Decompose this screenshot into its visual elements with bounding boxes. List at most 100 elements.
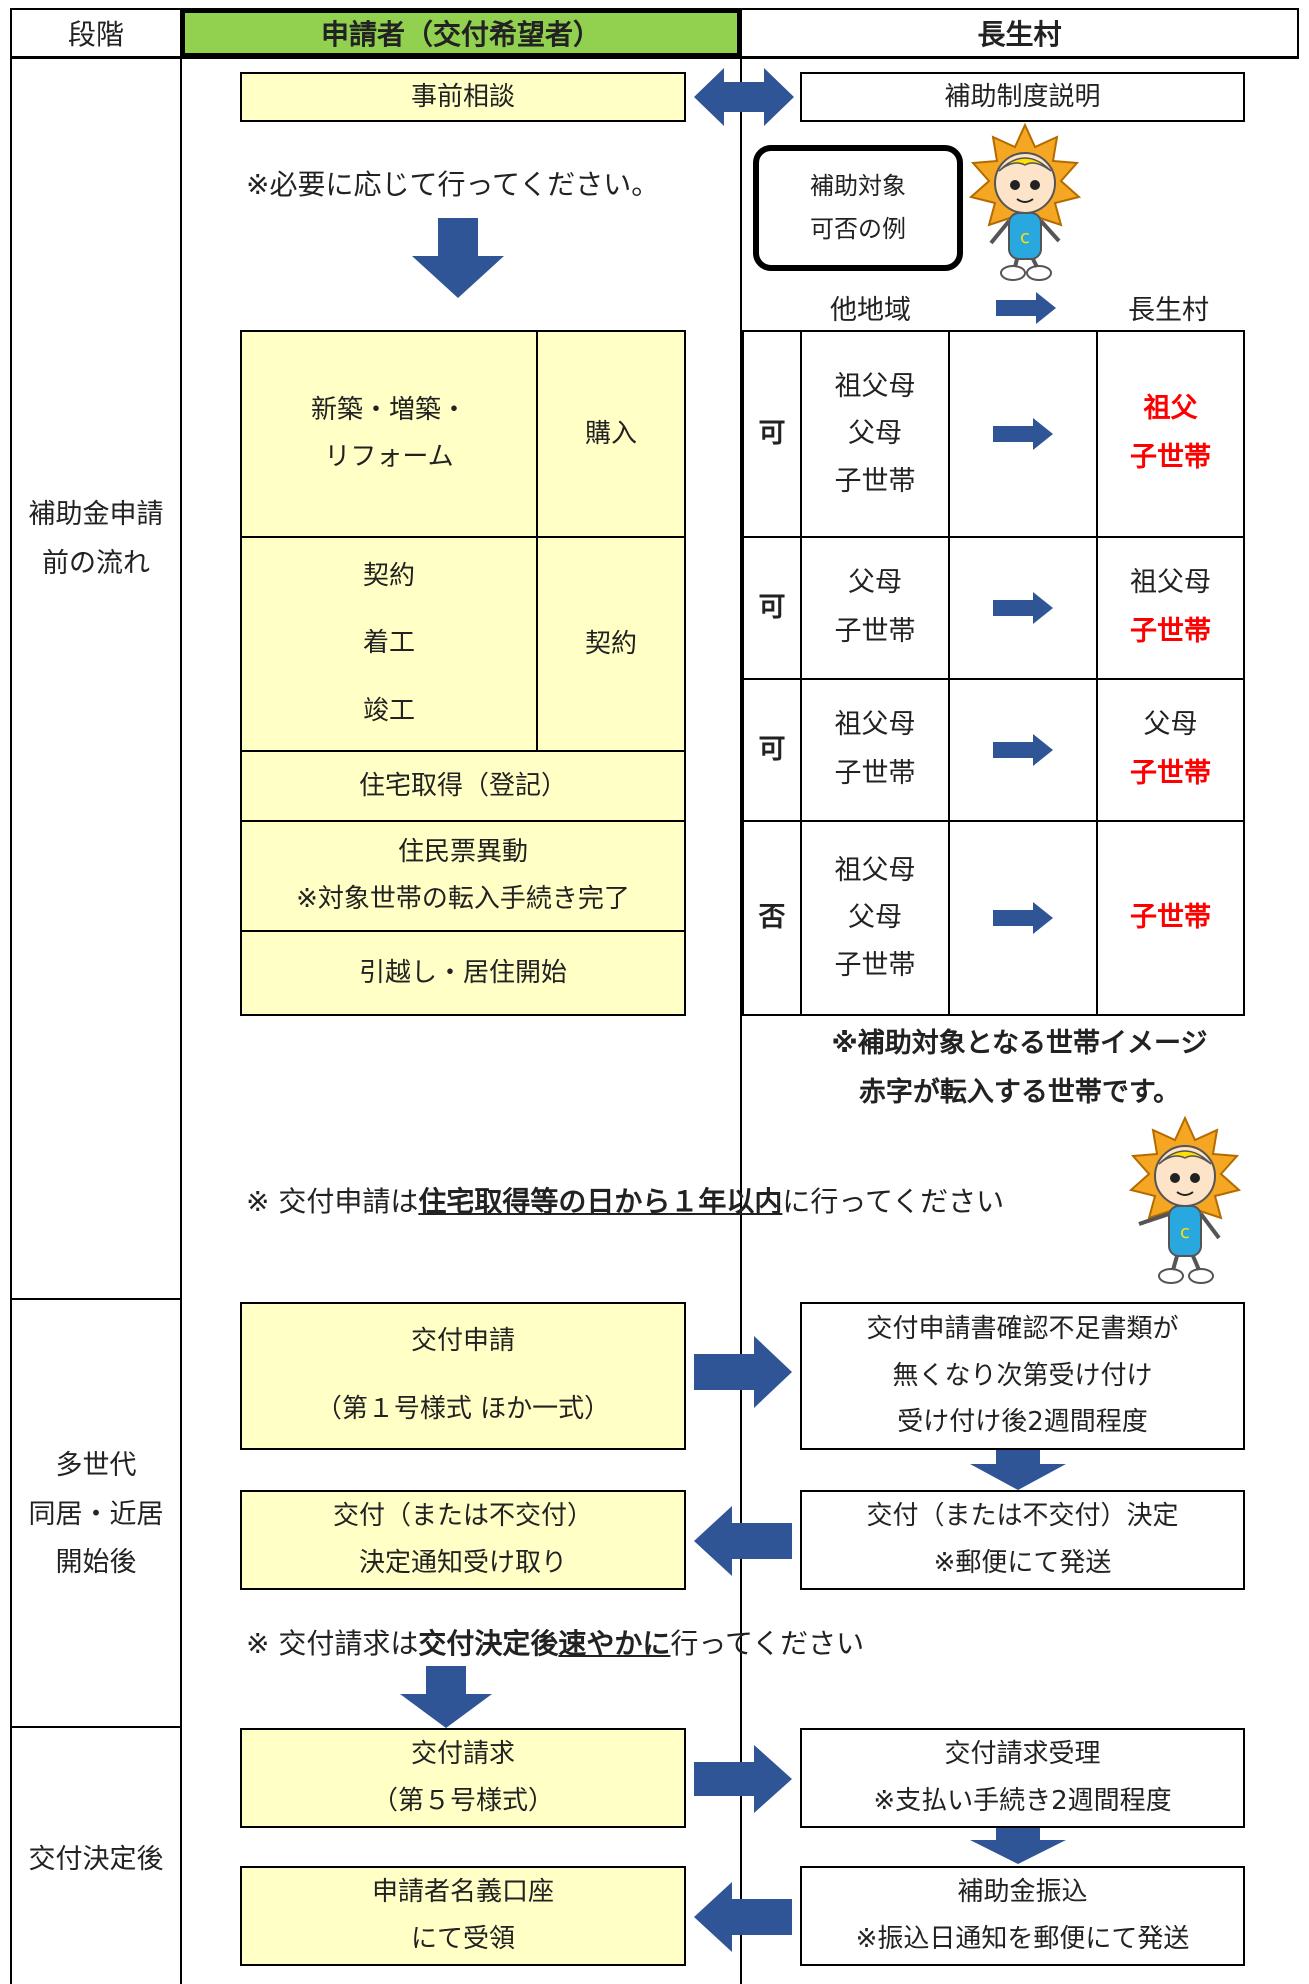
caption-line2: 赤字が転入する世帯です。 bbox=[858, 1076, 1181, 1108]
header-applicant: 申請者（交付希望者） bbox=[182, 10, 740, 56]
mascot-icon: c bbox=[968, 122, 1082, 281]
register-cell: 住宅取得（登記） bbox=[240, 750, 686, 822]
frame-left bbox=[10, 8, 12, 1984]
consult-label: 事前相談 bbox=[410, 81, 515, 112]
claim-accept-line2: ※支払い手続き2週間程度 bbox=[873, 1786, 1172, 1816]
claim-box: 交付請求 （第５号様式） bbox=[240, 1728, 686, 1828]
apply-box: 交付申請 （第１号様式 ほか一式） bbox=[240, 1302, 686, 1450]
header-village: 長生村 bbox=[742, 10, 1297, 56]
consult-box: 事前相談 bbox=[240, 72, 686, 122]
arrow-down-icon bbox=[400, 1666, 492, 1728]
transfer-line1: 補助金振込 bbox=[957, 1877, 1088, 1908]
example-4-from-3: 子世帯 bbox=[834, 949, 916, 981]
decision-line2: ※郵便にて発送 bbox=[933, 1548, 1112, 1578]
receive-line3: 受け付け後2週間程度 bbox=[897, 1407, 1148, 1438]
deadline-pre: ※ 交付申請は bbox=[246, 1185, 419, 1218]
explain-label: 補助制度説明 bbox=[944, 81, 1101, 112]
example-3-from-2: 子世帯 bbox=[834, 758, 916, 789]
example-1-from-2: 父母 bbox=[848, 418, 902, 450]
arrow-down-icon bbox=[970, 1828, 1066, 1864]
consult-note: ※必要に応じて行ってください。 bbox=[246, 163, 659, 203]
example-2-result: 可 bbox=[742, 536, 802, 680]
example-4-to: 子世帯 bbox=[1096, 820, 1245, 1016]
stage-sep-1 bbox=[10, 1298, 181, 1300]
example-2-to: 祖父母 子世帯 bbox=[1096, 536, 1245, 680]
account-line1: 申請者名義口座 bbox=[371, 1877, 554, 1908]
new-build-cell: 新築・増築・ リフォーム bbox=[240, 330, 538, 538]
example-3-to-2: 子世帯 bbox=[1130, 758, 1211, 789]
example-3-to-1: 父母 bbox=[1143, 709, 1198, 741]
stage-after-decision: 交付決定後 bbox=[12, 1830, 180, 1890]
stage-after-start-line2: 同居・近居 bbox=[28, 1498, 164, 1530]
col-from-text: 他地域 bbox=[830, 295, 911, 326]
example-4-arrow-cell bbox=[948, 820, 1098, 1016]
frame-center-divider bbox=[740, 8, 742, 1984]
resident-line2: ※対象世帯の転入手続き完了 bbox=[296, 884, 630, 914]
stage-after-decision-label: 交付決定後 bbox=[28, 1843, 164, 1875]
receive-line1: 交付申請書確認不足書類が bbox=[866, 1313, 1179, 1344]
transfer-line2: ※振込日通知を郵便にて発送 bbox=[855, 1924, 1190, 1954]
account-line2: にて受領 bbox=[410, 1924, 515, 1954]
register-label: 住宅取得（登記） bbox=[358, 770, 567, 801]
example-4-from-1: 祖父母 bbox=[834, 855, 916, 887]
arrow-right-icon bbox=[993, 734, 1053, 766]
receive-box: 交付申請書確認不足書類が 無くなり次第受け付け 受け付け後2週間程度 bbox=[800, 1302, 1245, 1450]
example-2-result-text: 可 bbox=[758, 591, 786, 623]
contract-step-3: 竣工 bbox=[362, 695, 415, 726]
header-applicant-label: 申請者（交付希望者） bbox=[320, 18, 601, 51]
example-3-result-text: 可 bbox=[758, 733, 786, 765]
claim-note-pre: ※ 交付請求は bbox=[246, 1627, 419, 1660]
examples-caption: ※補助対象となる世帯イメージ 赤字が転入する世帯です。 bbox=[742, 1020, 1297, 1120]
resident-line1: 住民票異動 bbox=[397, 837, 528, 868]
contract-steps-cell: 契約 着工 竣工 bbox=[240, 536, 538, 752]
deadline-emph: 住宅取得等の日から１年以内 bbox=[418, 1185, 783, 1218]
purchase-label: 購入 bbox=[584, 418, 637, 449]
example-bubble: 補助対象 可否の例 bbox=[753, 145, 963, 271]
arrow-right-icon bbox=[993, 418, 1053, 450]
consult-note-text: ※必要に応じて行ってください。 bbox=[246, 168, 660, 201]
example-2-from: 父母 子世帯 bbox=[800, 536, 950, 680]
stage-after-start-line3: 開始後 bbox=[55, 1547, 137, 1579]
stage-pre-line2: 前の流れ bbox=[42, 548, 150, 579]
stage-after-start-line1: 多世代 bbox=[55, 1450, 137, 1482]
example-1-from-1: 祖父母 bbox=[834, 371, 916, 403]
arrow-right-icon bbox=[694, 1745, 792, 1813]
new-build-line1: 新築・増築・ bbox=[310, 395, 467, 426]
stage-after-start: 多世代 同居・近居 開始後 bbox=[12, 1440, 180, 1590]
notice-recv-line1: 交付（または不交付） bbox=[332, 1501, 593, 1532]
claim-note-emph: 速やかに bbox=[558, 1627, 671, 1660]
header-stage: 段階 bbox=[12, 10, 180, 56]
arrow-down-icon bbox=[412, 218, 504, 298]
bubble-line1: 補助対象 bbox=[810, 171, 906, 200]
example-3-from-1: 祖父母 bbox=[834, 709, 916, 741]
example-3-to: 父母 子世帯 bbox=[1096, 678, 1245, 822]
purchase-cell: 購入 bbox=[536, 330, 686, 538]
example-4-result: 否 bbox=[742, 820, 802, 1016]
header-bottom bbox=[10, 56, 1299, 59]
svg-text:c: c bbox=[1180, 1222, 1190, 1243]
frame-stage-divider bbox=[180, 8, 182, 1984]
decision-box: 交付（または不交付）決定 ※郵便にて発送 bbox=[800, 1490, 1245, 1590]
example-1-result-text: 可 bbox=[758, 417, 786, 449]
example-4-from-2: 父母 bbox=[848, 902, 902, 934]
claim-line2: （第５号様式） bbox=[371, 1786, 554, 1816]
col-to-label: 長生村 bbox=[1128, 288, 1209, 327]
notice-recv-line2: 決定通知受け取り bbox=[358, 1548, 567, 1578]
mascot-icon: c bbox=[1128, 1115, 1242, 1284]
example-1-from: 祖父母 父母 子世帯 bbox=[800, 330, 950, 538]
resident-cell: 住民票異動 ※対象世帯の転入手続き完了 bbox=[240, 820, 686, 932]
caption-line1: ※補助対象となる世帯イメージ bbox=[831, 1028, 1208, 1059]
arrow-right-icon bbox=[996, 292, 1056, 324]
decision-line1: 交付（または不交付）決定 bbox=[866, 1501, 1179, 1532]
contract-step-2: 着工 bbox=[362, 628, 415, 659]
claim-accept-line1: 交付請求受理 bbox=[944, 1739, 1101, 1770]
example-1-result: 可 bbox=[742, 330, 802, 538]
transfer-box: 補助金振込 ※振込日通知を郵便にて発送 bbox=[800, 1866, 1245, 1966]
example-1-arrow-cell bbox=[948, 330, 1098, 538]
col-from-label: 他地域 bbox=[830, 288, 911, 327]
stage-sep-2 bbox=[10, 1726, 181, 1728]
example-3-arrow-cell bbox=[948, 678, 1098, 822]
contract-cell: 契約 bbox=[536, 536, 686, 752]
example-2-to-2: 子世帯 bbox=[1130, 616, 1211, 647]
move-label: 引越し・居住開始 bbox=[358, 957, 567, 988]
